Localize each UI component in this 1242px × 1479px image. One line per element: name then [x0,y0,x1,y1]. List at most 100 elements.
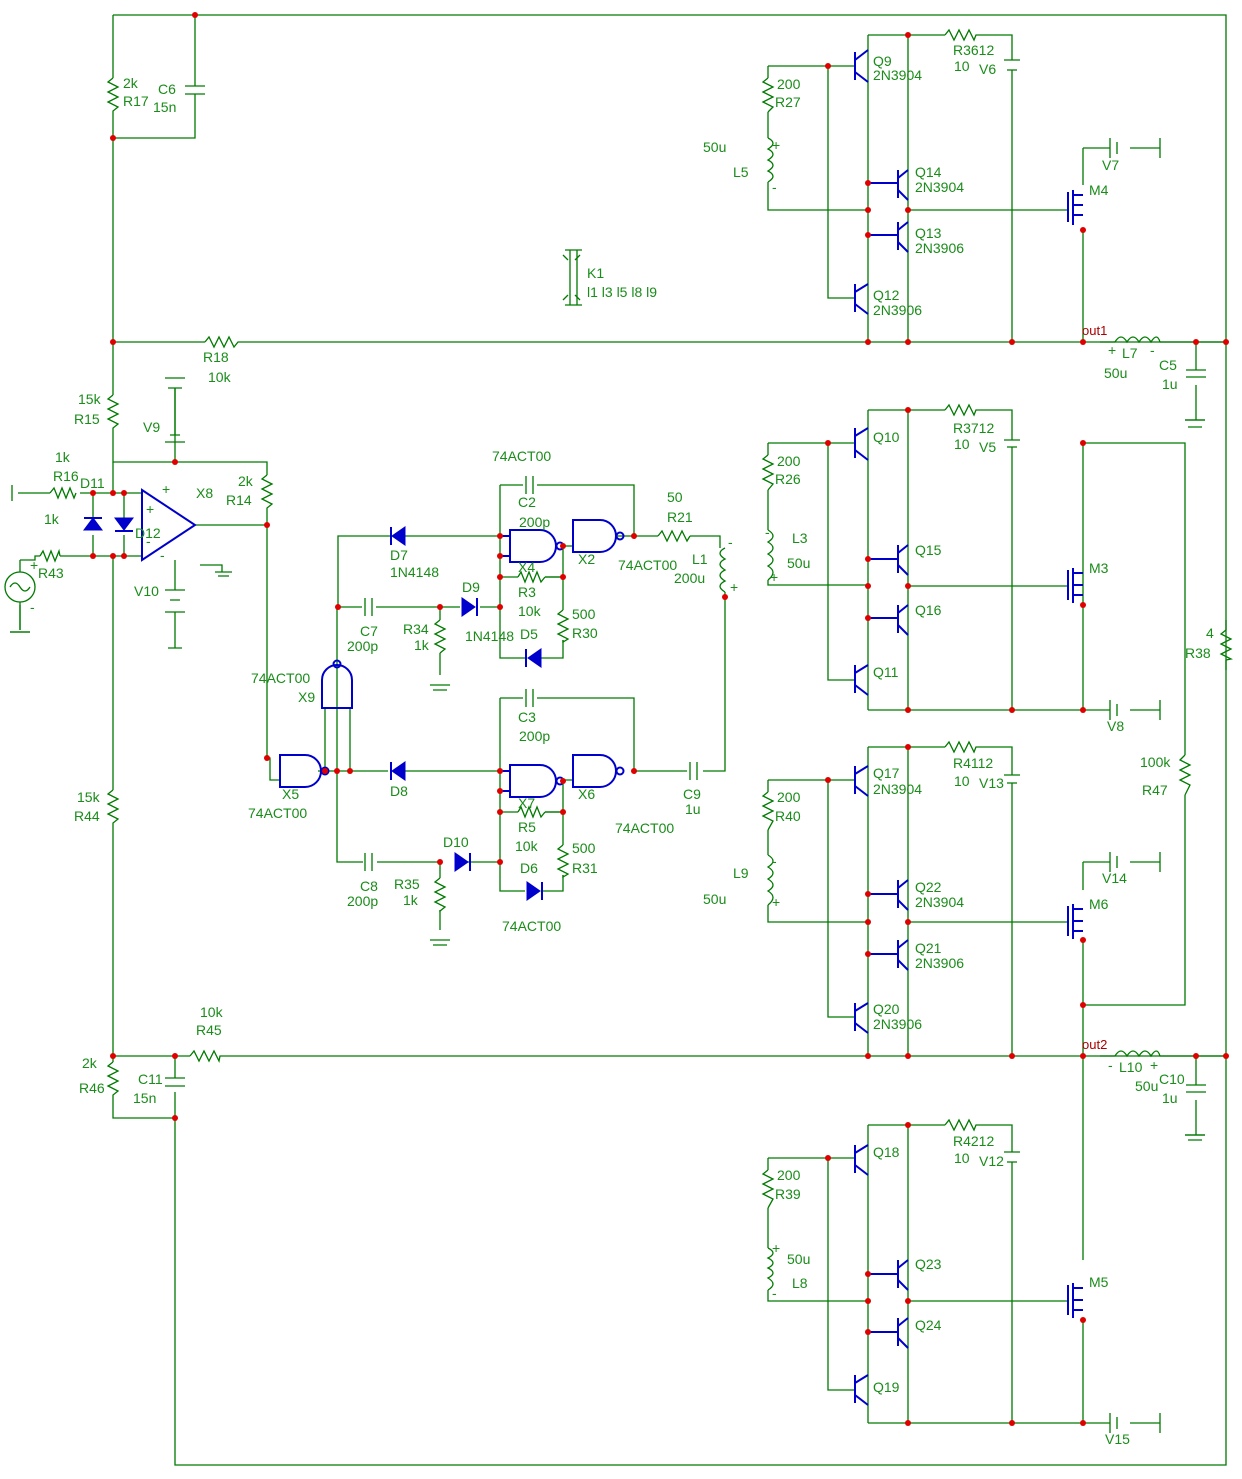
nand-gate-X9 [321,659,353,709]
label-r43v: 1k [44,511,60,527]
capacitor-C3 [525,689,534,707]
label-c9: C9 [683,786,701,802]
label-v13: V13 [979,775,1004,791]
label-x2: X2 [578,551,595,567]
label-x2t: 74ACT00 [618,557,677,573]
resistor-R27 [761,77,775,113]
label-x8: X8 [196,485,213,501]
label-c10: C10 [1159,1071,1185,1087]
label-q14t: 2N3904 [915,179,964,195]
label-q12: Q12 [873,287,900,303]
label-c6v: 15n [153,99,176,115]
diode-D7 [390,526,406,546]
svg-text:-: - [1108,1057,1113,1073]
svg-text:+: + [770,569,778,585]
label-out1: out1 [1082,323,1107,338]
svg-text:-: - [772,179,777,195]
label-q19: Q19 [873,1379,900,1395]
label-r47: R47 [1142,782,1168,798]
label-r27: R27 [775,94,801,110]
label-r18: R18 [203,349,229,365]
label-r45: R45 [196,1022,222,1038]
label-q9: Q9 [873,53,892,69]
svg-text:-: - [772,853,777,869]
label-r26v: 200 [777,453,801,469]
label-c11: C11 [138,1071,163,1087]
label-c8v: 200p [347,893,378,909]
symbols [4,28,1233,1433]
label-q23: Q23 [915,1256,942,1272]
inductor-L7 [1114,336,1161,344]
resistor-R30 [556,609,570,644]
inductor-L3 [766,529,774,581]
label-r18v: 10k [208,369,232,385]
label-l5v: 50u [703,139,726,155]
resistor-R37 [944,403,980,417]
label-x5: X5 [282,786,299,802]
label-q18: Q18 [873,1144,900,1160]
resistor-R41 [944,740,980,754]
label-d8: D8 [390,783,408,799]
capacitor-C9 [689,762,698,780]
transistors [854,49,1083,1406]
label-q15: Q15 [915,542,942,558]
label-d7: D7 [390,547,408,563]
label-v7: V7 [1102,157,1119,173]
label-r46v: 2k [82,1055,98,1071]
label-q11: Q11 [873,664,899,680]
label-v15: V15 [1105,1431,1130,1447]
label-q21: Q21 [915,940,942,956]
label-l1v: 200u [674,570,705,586]
label-m4: M4 [1089,182,1109,198]
resistor-R36 [944,28,980,42]
label-c8: C8 [360,878,378,894]
label-r3v: 10k [518,603,542,619]
label-r40: R40 [775,808,801,824]
inductor-L5 [766,137,774,183]
nand-gate-X6 [572,754,625,788]
capacitor-C7 [364,598,373,616]
label-r39: R39 [775,1186,801,1202]
label-r42v: 10 [954,1150,970,1166]
label-v14: V14 [1102,870,1127,886]
label-x6: X6 [578,786,595,802]
svg-text:-: - [728,534,733,550]
label-r21: R21 [667,509,693,525]
label-v8: V8 [1107,718,1124,734]
label-v12: V12 [979,1153,1004,1169]
resistor-R35 [433,877,447,913]
source-V15 [1109,1413,1161,1433]
nand-gate-X7 [500,764,565,798]
resistor-R17 [106,77,120,115]
label-d9: D9 [462,579,480,595]
polarity-marks: +- +- +- +- -+ -+ +- -+ +- -+ [30,137,1158,1301]
label-l10v: 50u [1135,1078,1158,1094]
label-r41v: 10 [954,773,970,789]
label-r35v: 1k [403,892,419,908]
label-d5: D5 [520,626,538,642]
label-r45v: 10k [200,1004,224,1020]
capacitor-C2 [525,476,534,494]
label-q22: Q22 [915,879,942,895]
label-l7: L7 [1122,345,1138,361]
source-V14 [1109,852,1161,872]
label-v9: V9 [143,419,160,435]
capacitor-C10 [1186,1084,1206,1093]
svg-text:-: - [772,1285,777,1301]
svg-text:+: + [1108,342,1116,358]
label-l9: L9 [733,865,749,881]
inductor-L8 [766,1247,774,1291]
label-c10v: 1u [1162,1090,1178,1106]
label-d11: D11 [80,475,105,491]
label-r27v: 200 [777,76,801,92]
label-r31v: 500 [572,840,596,856]
label-l7v: 50u [1104,365,1127,381]
label-m6: M6 [1089,896,1109,912]
label-r30v: 500 [572,606,596,622]
svg-text:+: + [730,579,738,595]
nand-gate-X2 [572,519,625,553]
resistor-R44 [106,789,120,830]
source-V13 [1004,774,1020,784]
label-r43: R43 [38,565,64,581]
resistor-R21 [657,529,691,543]
